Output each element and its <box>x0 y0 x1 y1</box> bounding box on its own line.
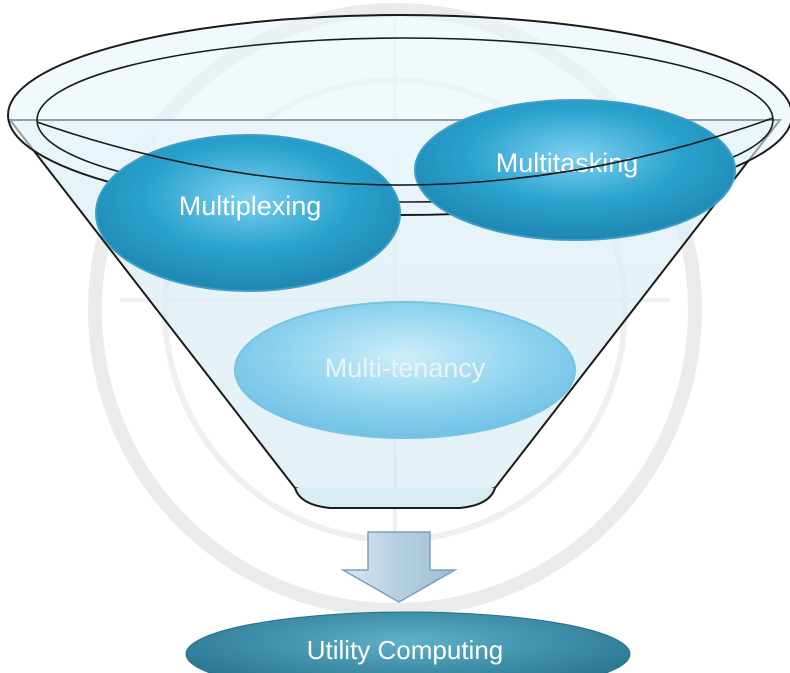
down-arrow-icon <box>340 531 458 603</box>
funnel-spout <box>294 487 496 509</box>
result-utility-computing: Utility Computing <box>185 611 631 673</box>
funnel-rim-front <box>36 117 774 186</box>
bubble-multiplexing: Multiplexing <box>95 134 401 292</box>
result-label: Utility Computing <box>307 635 504 665</box>
bubble-multi-tenancy: Multi-tenancy <box>234 301 576 439</box>
bubble-multi-tenancy-label: Multi-tenancy <box>325 353 486 383</box>
bubble-multiplexing-label: Multiplexing <box>179 191 322 221</box>
bubble-multitasking-label: Multitasking <box>496 148 639 178</box>
funnel-rim-inner <box>36 37 774 203</box>
